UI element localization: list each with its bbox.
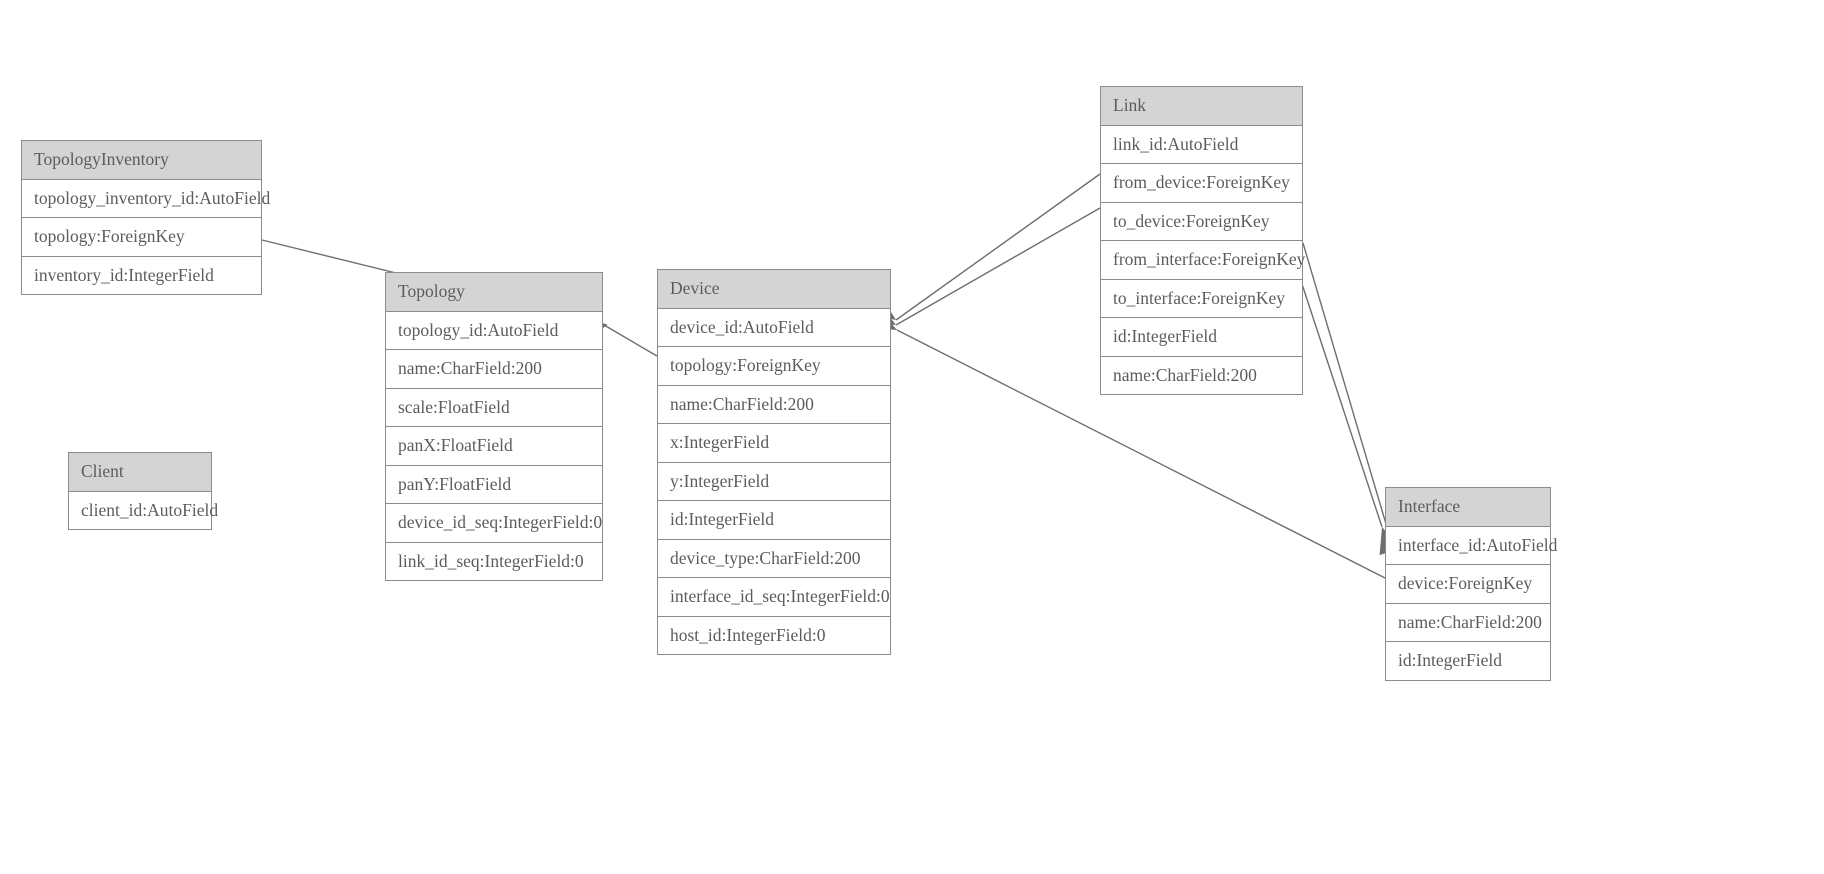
entity-field-row[interactable]: topology_id:AutoField bbox=[386, 311, 602, 349]
relationship-line-rel-link-to-interface[interactable] bbox=[1299, 277, 1383, 528]
entity-field-row[interactable]: panX:FloatField bbox=[386, 426, 602, 465]
entity-field-row[interactable]: link_id_seq:IntegerField:0 bbox=[386, 541, 602, 580]
relationship-line-rel-link-from-interface[interactable] bbox=[1302, 242, 1387, 525]
entity-title-topology: Topology bbox=[386, 273, 602, 312]
entity-field-row[interactable]: from_interface:ForeignKey bbox=[1101, 240, 1305, 279]
entity-field-row[interactable]: client_id:AutoField bbox=[69, 491, 218, 529]
entity-field-row[interactable]: scale:FloatField bbox=[386, 387, 602, 426]
entity-field-row[interactable]: device_id_seq:IntegerField:0 bbox=[386, 503, 602, 542]
relationship-line-rel-device-topology[interactable] bbox=[603, 324, 658, 357]
entity-field-row[interactable]: id:IntegerField bbox=[1101, 317, 1302, 356]
entity-field-row[interactable]: name:CharField:200 bbox=[1101, 355, 1302, 394]
entity-field-row[interactable]: topology_inventory_id:AutoField bbox=[22, 179, 270, 217]
entity-title-topology_inventory: TopologyInventory bbox=[22, 141, 261, 180]
entity-field-row[interactable]: interface_id_seq:IntegerField:0 bbox=[658, 577, 890, 616]
entity-title-device: Device bbox=[658, 270, 890, 309]
relationship-line-rel-link-from-device[interactable] bbox=[895, 173, 1101, 321]
entity-field-row[interactable]: id:IntegerField bbox=[658, 500, 890, 539]
relationship-line-rel-link-to-device[interactable] bbox=[895, 207, 1101, 326]
entity-field-row[interactable]: link_id:AutoField bbox=[1101, 125, 1302, 163]
entity-field-row[interactable]: x:IntegerField bbox=[658, 423, 890, 462]
entity-field-row[interactable]: device:ForeignKey bbox=[1386, 564, 1550, 603]
entity-field-row[interactable]: to_interface:ForeignKey bbox=[1101, 278, 1302, 317]
entity-field-row[interactable]: panY:FloatField bbox=[386, 464, 602, 503]
entity-field-row[interactable]: id:IntegerField bbox=[1386, 641, 1550, 680]
entity-field-row[interactable]: from_device:ForeignKey bbox=[1101, 163, 1302, 202]
entity-title-client: Client bbox=[69, 453, 211, 492]
entity-field-row[interactable]: inventory_id:IntegerField bbox=[22, 255, 261, 294]
entity-field-row[interactable]: interface_id:AutoField bbox=[1386, 526, 1557, 564]
entity-title-interface: Interface bbox=[1386, 488, 1550, 527]
entity-field-row[interactable]: name:CharField:200 bbox=[658, 384, 890, 423]
entity-title-link: Link bbox=[1101, 87, 1302, 126]
entity-field-row[interactable]: topology:ForeignKey bbox=[22, 217, 261, 256]
entity-field-row[interactable]: y:IntegerField bbox=[658, 461, 890, 500]
entity-field-row[interactable]: device_id:AutoField bbox=[658, 308, 890, 346]
entity-field-row[interactable]: topology:ForeignKey bbox=[658, 346, 890, 385]
entity-field-row[interactable]: device_type:CharField:200 bbox=[658, 538, 890, 577]
entity-field-row[interactable]: name:CharField:200 bbox=[1386, 602, 1550, 641]
entity-field-row[interactable]: name:CharField:200 bbox=[386, 349, 602, 388]
entity-field-row[interactable]: to_device:ForeignKey bbox=[1101, 201, 1302, 240]
entity-field-row[interactable]: host_id:IntegerField:0 bbox=[658, 615, 890, 654]
